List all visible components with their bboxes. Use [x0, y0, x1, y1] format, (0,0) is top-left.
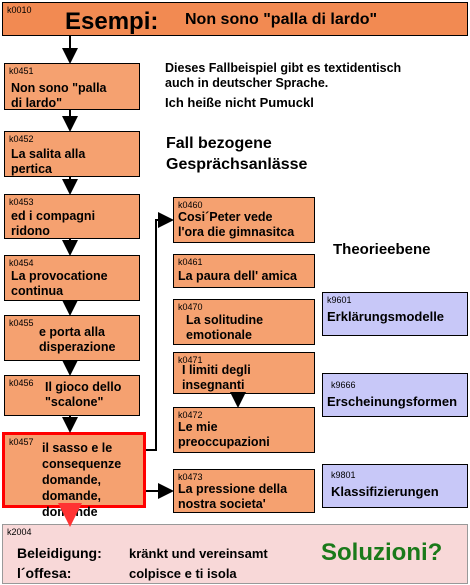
footer-term-2: l´offesa:	[17, 565, 72, 581]
node-k0460[interactable]: k0460 Cosi´Peter vede l'ora die gimnasit…	[173, 197, 315, 243]
node-k0454[interactable]: k0454 La provocatione continua	[4, 255, 140, 301]
theory-code: k9801	[331, 470, 356, 480]
footer-desc-2: colpisce e ti isola	[129, 566, 237, 581]
node-code: k0470	[178, 302, 203, 312]
theory-label: Erklärungsmodelle	[327, 309, 445, 324]
theory-code: k9666	[331, 380, 356, 390]
footer-box: k2004 Beleidigung: kränkt und vereinsamt…	[2, 524, 468, 584]
node-code: k0460	[178, 200, 203, 210]
header-code: k0010	[7, 5, 32, 15]
node-code: k0452	[9, 134, 34, 144]
node-label: ed i compagni ridono	[11, 209, 96, 238]
node-k0456[interactable]: k0456 Il gioco dello "scalone"	[4, 375, 140, 416]
header-subtitle: Non sono "palla di lardo"	[185, 11, 378, 28]
theory-code: k9601	[327, 295, 352, 305]
soluzioni-label[interactable]: Soluzioni?	[321, 539, 443, 566]
node-code: k0455	[9, 318, 34, 328]
node-code: k0457	[9, 437, 34, 447]
node-code: k0471	[178, 355, 203, 365]
node-label: La paura dell' amica	[178, 269, 297, 283]
theory-label: Klassifizierungen	[331, 484, 439, 499]
node-label: Le mie preoccupazioni	[178, 420, 270, 449]
node-k0473[interactable]: k0473 La pressione della nostra societa'	[173, 469, 315, 513]
footer-desc-1: kränkt und vereinsamt	[129, 546, 268, 561]
node-label: La provocatione continua	[11, 269, 108, 298]
header-title: Esempi:	[65, 8, 159, 35]
arrow-k0457-k0460	[146, 212, 174, 451]
node-k0472[interactable]: k0472 Le mie preoccupazioni	[173, 407, 315, 453]
node-label: il sasso e le consequenze domande, doman…	[42, 441, 122, 519]
node-k0470[interactable]: k0470 La solitudine emotionale	[173, 299, 315, 345]
node-code: k0456	[9, 378, 34, 388]
node-label: e porta alla disperazione	[39, 325, 116, 354]
header-box: k0010 Esempi: Non sono "palla di lardo"	[2, 2, 468, 36]
node-k0455[interactable]: k0455 e porta alla disperazione	[4, 315, 140, 361]
node-code: k0472	[178, 410, 203, 420]
node-code: k0454	[9, 258, 34, 268]
node-label: La salita alla pertica	[11, 147, 86, 176]
footer-code: k2004	[7, 527, 32, 537]
theory-k9666[interactable]: k9666 Erscheinungsformen	[322, 373, 468, 417]
german-title: Ich heiße nicht Pumuckl	[165, 95, 314, 110]
node-code: k0451	[9, 66, 34, 76]
german-intro: Dieses Fallbeispiel gibt es textidentisc…	[165, 61, 402, 90]
node-label: Cosi´Peter vede l'ora die gimnasitca	[178, 210, 295, 239]
node-code: k0453	[9, 197, 34, 207]
theory-k9601[interactable]: k9601 Erklärungsmodelle	[322, 292, 468, 336]
node-label: Il gioco dello "scalone"	[45, 380, 122, 409]
node-k0471[interactable]: k0471 I limiti degli insegnanti	[173, 352, 315, 394]
node-label: La solitudine emotionale	[186, 313, 264, 342]
theory-k9801[interactable]: k9801 Klassifizierungen	[322, 464, 468, 508]
node-k0452[interactable]: k0452 La salita alla pertica	[4, 131, 140, 177]
node-k0461[interactable]: k0461 La paura dell' amica	[173, 254, 315, 288]
node-label: Non sono "palla di lardo"	[11, 81, 107, 110]
fall-label: Fall bezogene Gesprächsanlässe	[166, 135, 308, 173]
node-k0457-highlighted[interactable]: k0457 il sasso e le consequenze domande,…	[2, 432, 146, 519]
theorie-label: Theorieebene	[333, 241, 431, 258]
node-label: La pressione della nostra societa'	[178, 482, 288, 511]
node-k0453[interactable]: k0453 ed i compagni ridono	[4, 194, 140, 239]
node-label: I limiti degli insegnanti	[182, 363, 251, 392]
footer-term-1: Beleidigung:	[17, 545, 102, 561]
theory-label: Erscheinungsformen	[327, 394, 458, 409]
node-code: k0461	[178, 257, 203, 267]
node-code: k0473	[178, 472, 203, 482]
